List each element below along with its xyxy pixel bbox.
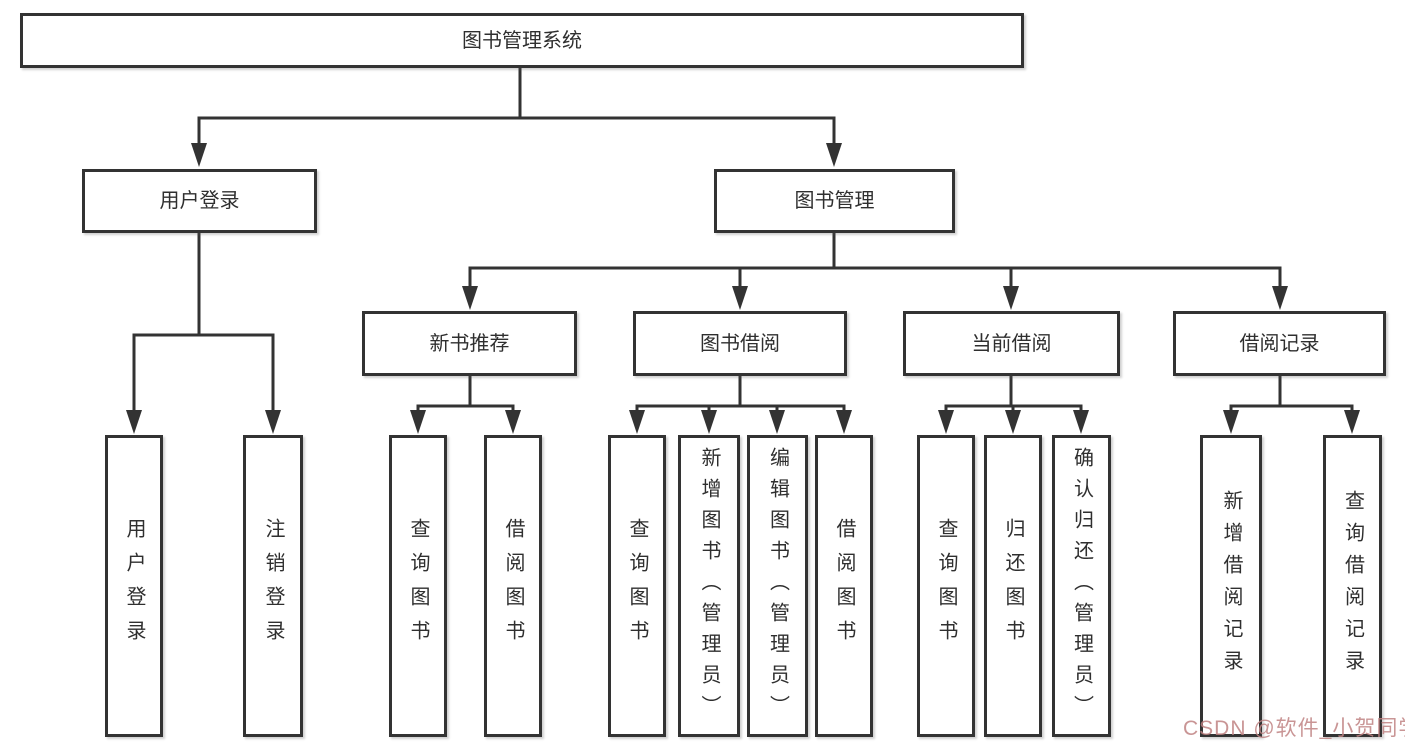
arrowhead-icon (1073, 410, 1089, 434)
edge-new-book-children (410, 376, 521, 434)
arrowhead-icon (505, 410, 521, 434)
edge-borrow-records-children (1223, 376, 1360, 434)
arrowhead-icon (701, 410, 717, 434)
node-library-management-system: 图书管理系统 (20, 13, 1024, 68)
edge-current-borrow-children (938, 376, 1089, 434)
node-borrow-records: 借阅记录 (1173, 311, 1386, 376)
arrowhead-icon (126, 410, 142, 434)
arrowhead-icon (1344, 410, 1360, 434)
node-leaf-edit-book-admin: 编辑图书（管理员） (747, 435, 808, 737)
node-leaf-query-books-newbook: 查询图书 (389, 435, 447, 737)
csdn-watermark: CSDN @软件_小贺同学 (1183, 717, 1405, 740)
node-leaf-return-books: 归还图书 (984, 435, 1042, 737)
arrowhead-icon (836, 410, 852, 434)
edge-root-to-level2 (191, 68, 842, 167)
arrowhead-icon (1272, 286, 1288, 310)
node-book-borrow: 图书借阅 (633, 311, 847, 376)
node-leaf-confirm-return-admin: 确认归还（管理员） (1052, 435, 1111, 737)
node-book-management: 图书管理 (714, 169, 955, 233)
arrowhead-icon (732, 286, 748, 310)
arrowhead-icon (826, 143, 842, 167)
arrowhead-icon (938, 410, 954, 434)
node-leaf-add-borrow-record: 新增借阅记录 (1200, 435, 1262, 737)
edge-book-borrow-children (629, 376, 852, 434)
node-leaf-query-books-borrow: 查询图书 (608, 435, 666, 737)
arrowhead-icon (1223, 410, 1239, 434)
arrowhead-icon (410, 410, 426, 434)
arrowhead-icon (1003, 286, 1019, 310)
arrowhead-icon (629, 410, 645, 434)
node-leaf-user-login: 用户登录 (105, 435, 163, 737)
arrowhead-icon (265, 410, 281, 434)
node-leaf-query-books-current: 查询图书 (917, 435, 975, 737)
edge-book-management-children (462, 233, 1288, 310)
node-current-borrow: 当前借阅 (903, 311, 1120, 376)
node-leaf-add-book-admin: 新增图书（管理员） (678, 435, 740, 737)
node-user-login: 用户登录 (82, 169, 317, 233)
node-new-book-recommend: 新书推荐 (362, 311, 577, 376)
arrowhead-icon (769, 410, 785, 434)
arrowhead-icon (191, 143, 207, 167)
node-leaf-query-borrow-record: 查询借阅记录 (1323, 435, 1382, 737)
arrowhead-icon (1005, 410, 1021, 434)
node-leaf-borrow-books-newbook: 借阅图书 (484, 435, 542, 737)
node-leaf-logout: 注销登录 (243, 435, 303, 737)
arrowhead-icon (462, 286, 478, 310)
node-leaf-borrow-books-borrow: 借阅图书 (815, 435, 873, 737)
edge-user-login-children (126, 233, 281, 434)
